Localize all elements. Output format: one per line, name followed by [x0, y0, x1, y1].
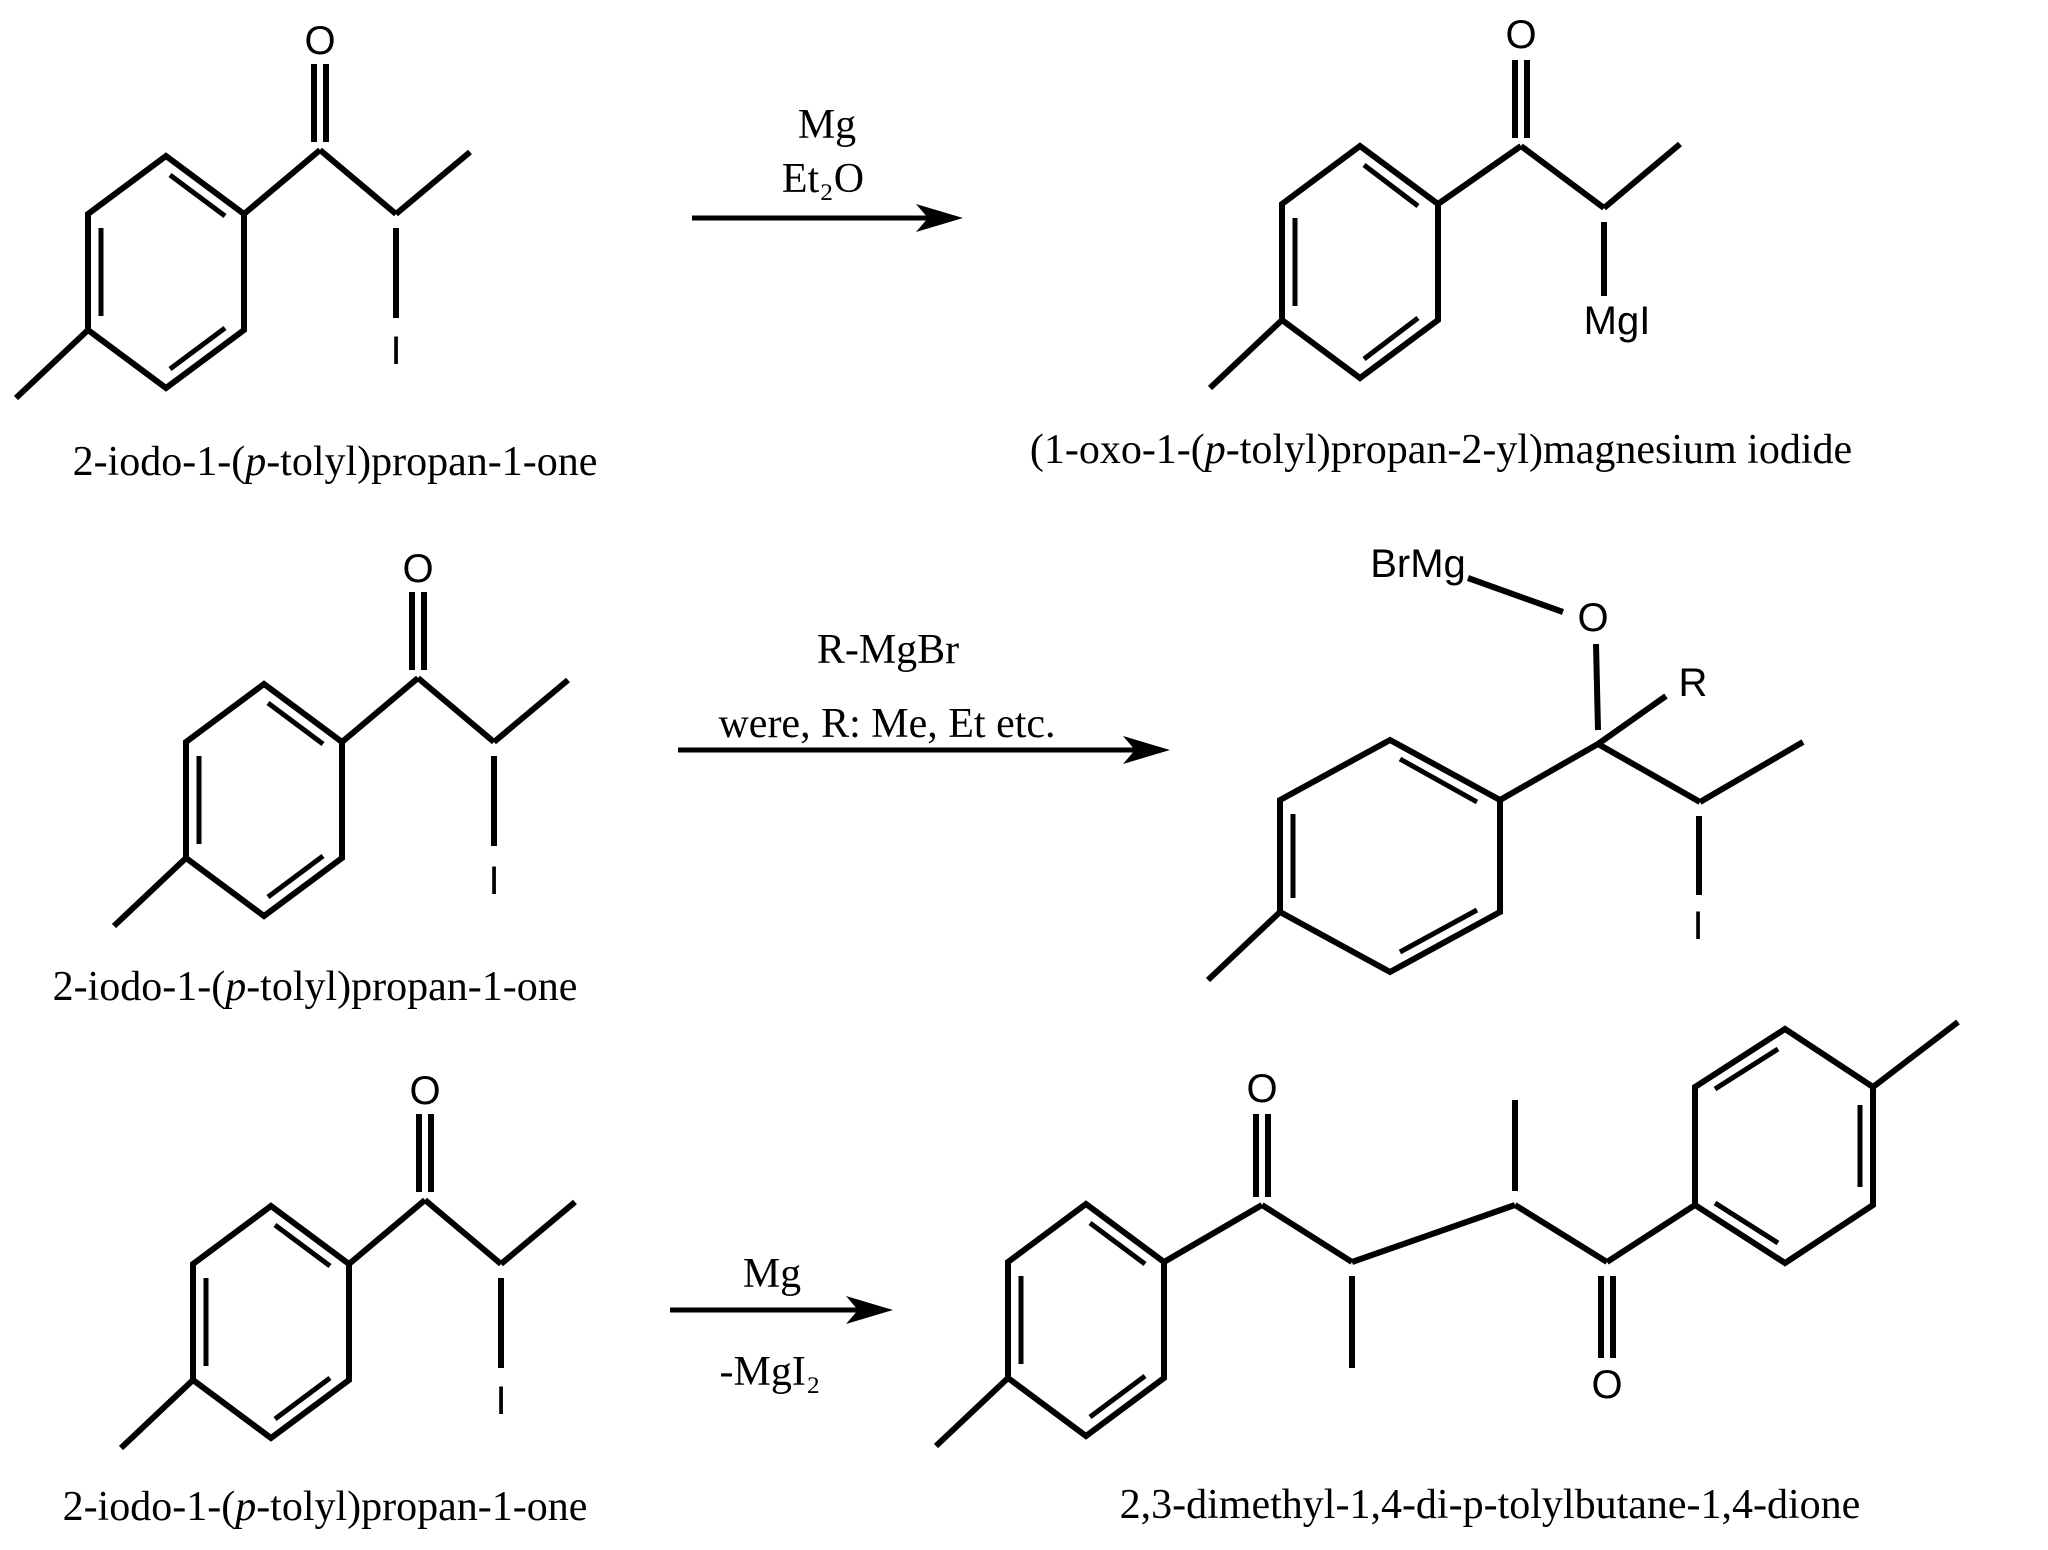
structure-2-iodo-1-p-tolylpropan-1-one-row2: O I [111, 547, 570, 929]
carbonyl-double-bond [311, 64, 329, 142]
oxygen-label: O [304, 19, 335, 63]
magnesium-iodide-label: MgI [1584, 299, 1651, 343]
c4-aryl-bond [1605, 1202, 1697, 1265]
reagent-mg-row3: Mg [743, 1251, 801, 1297]
ch-methyl-bond [1698, 739, 1805, 805]
reaction-arrow-1: Mg Et₂O [692, 102, 963, 232]
caption-product-row1: (1-oxo-1-(p-tolyl)propan-2-yl)magnesium … [1029, 427, 1853, 473]
structure-2-iodo-1-p-tolylpropan-1-one-row1: O I [13, 19, 472, 401]
benzene-ring-left [1005, 1200, 1167, 1440]
arrowhead-1 [916, 204, 963, 232]
methyl-bond [111, 855, 189, 929]
reagent-minus-mgi2-row3: -MgI₂ [720, 1349, 821, 1395]
methyl-bond-left [933, 1375, 1011, 1449]
c-r-bond [1596, 693, 1668, 747]
reagent-mg-row1: Mg [798, 102, 856, 148]
caption-reactant-row3: 2-iodo-1-(p-tolyl)propan-1-one [62, 1484, 588, 1530]
c2-methyl-bond [394, 149, 472, 217]
caption-product-row3: 2,3-dimethyl-1,4-di-p-tolylbutane-1,4-di… [1119, 1482, 1861, 1528]
oxygen-label-2: O [1591, 1363, 1622, 1407]
bromomagnesium-label: BrMg [1370, 542, 1466, 586]
aryl-carbonyl-bond [242, 147, 322, 217]
c1-c2-bond [1260, 1202, 1354, 1265]
benzene-ring [85, 152, 247, 392]
caption-reactant-row2: 2-iodo-1-(p-tolyl)propan-1-one [52, 964, 578, 1010]
c2-methyl-bond [492, 677, 570, 745]
methyl-bond-right [1871, 1019, 1960, 1090]
reagent-note-row2: were, R: Me, Et etc. [718, 701, 1055, 747]
oxygen-label: O [409, 1069, 440, 1113]
carbonyl-2-double-bond [1598, 1276, 1616, 1358]
iodine-label: I [488, 859, 499, 903]
c3-c4-bond [1513, 1202, 1609, 1265]
arrowhead-2 [1123, 736, 1170, 764]
benzene-ring [1279, 142, 1441, 382]
structure-dione-product-row3: O O [933, 1019, 1960, 1449]
carbonyl-double-bond [1512, 60, 1530, 138]
arrowhead-3 [846, 1296, 893, 1324]
c1-c2-bond [1519, 143, 1606, 211]
structure-magnesium-alkoxide-product-row2: BrMg O R I [1205, 542, 1805, 983]
c1-c2-bond [423, 1197, 503, 1267]
carbonyl-double-bond [409, 592, 427, 670]
oxygen-label-1: O [1246, 1067, 1277, 1111]
carbonyl-1-double-bond [1253, 1114, 1271, 1197]
benzene-ring [183, 680, 345, 920]
iodine-label: I [390, 329, 401, 373]
reaction-arrow-2: R-MgBr were, R: Me, Et etc. [678, 627, 1170, 764]
c1-c2-bond [318, 147, 398, 217]
oxygen-label: O [1505, 13, 1536, 57]
aryl-carbonyl-bond [347, 1197, 427, 1267]
c2-methyl-bond [1602, 141, 1682, 211]
benzene-ring [1277, 736, 1503, 976]
caption-reactant-row1: 2-iodo-1-(p-tolyl)propan-1-one [72, 439, 598, 485]
c-ch-bond [1596, 741, 1702, 805]
structure-2-iodo-1-p-tolylpropan-1-one-row3: O I [118, 1069, 577, 1451]
c2-methyl-bond [499, 1199, 577, 1267]
oxygen-label: O [1577, 596, 1608, 640]
methyl-bond [118, 1377, 196, 1451]
aryl-c1-bond [1162, 1202, 1264, 1265]
reagent-et2o-row1: Et₂O [782, 156, 864, 202]
methyl-bond [13, 327, 91, 401]
c2-c3-bond [1351, 1202, 1516, 1265]
oxygen-label: O [402, 547, 433, 591]
reagent-rmgbr-row2: R-MgBr [817, 627, 959, 673]
iodine-label: I [495, 1379, 506, 1423]
o-c-bond [1593, 643, 1601, 731]
mg-o-bond [1466, 575, 1565, 615]
benzene-ring [190, 1202, 352, 1442]
methyl-bond [1207, 317, 1285, 391]
benzene-ring-right [1692, 1025, 1876, 1267]
carbonyl-double-bond [416, 1114, 434, 1192]
structure-grignard-product-row1: O MgI [1207, 13, 1682, 391]
methyl-bond [1205, 909, 1283, 983]
c1-c2-bond [416, 675, 496, 745]
reaction-arrow-3: Mg -MgI₂ [670, 1251, 893, 1395]
iodine-label: I [1692, 904, 1703, 948]
c-aryl-bond [1498, 741, 1600, 803]
aryl-carbonyl-bond [1436, 143, 1523, 207]
r-group-label: R [1679, 661, 1708, 705]
aryl-carbonyl-bond [340, 675, 420, 745]
